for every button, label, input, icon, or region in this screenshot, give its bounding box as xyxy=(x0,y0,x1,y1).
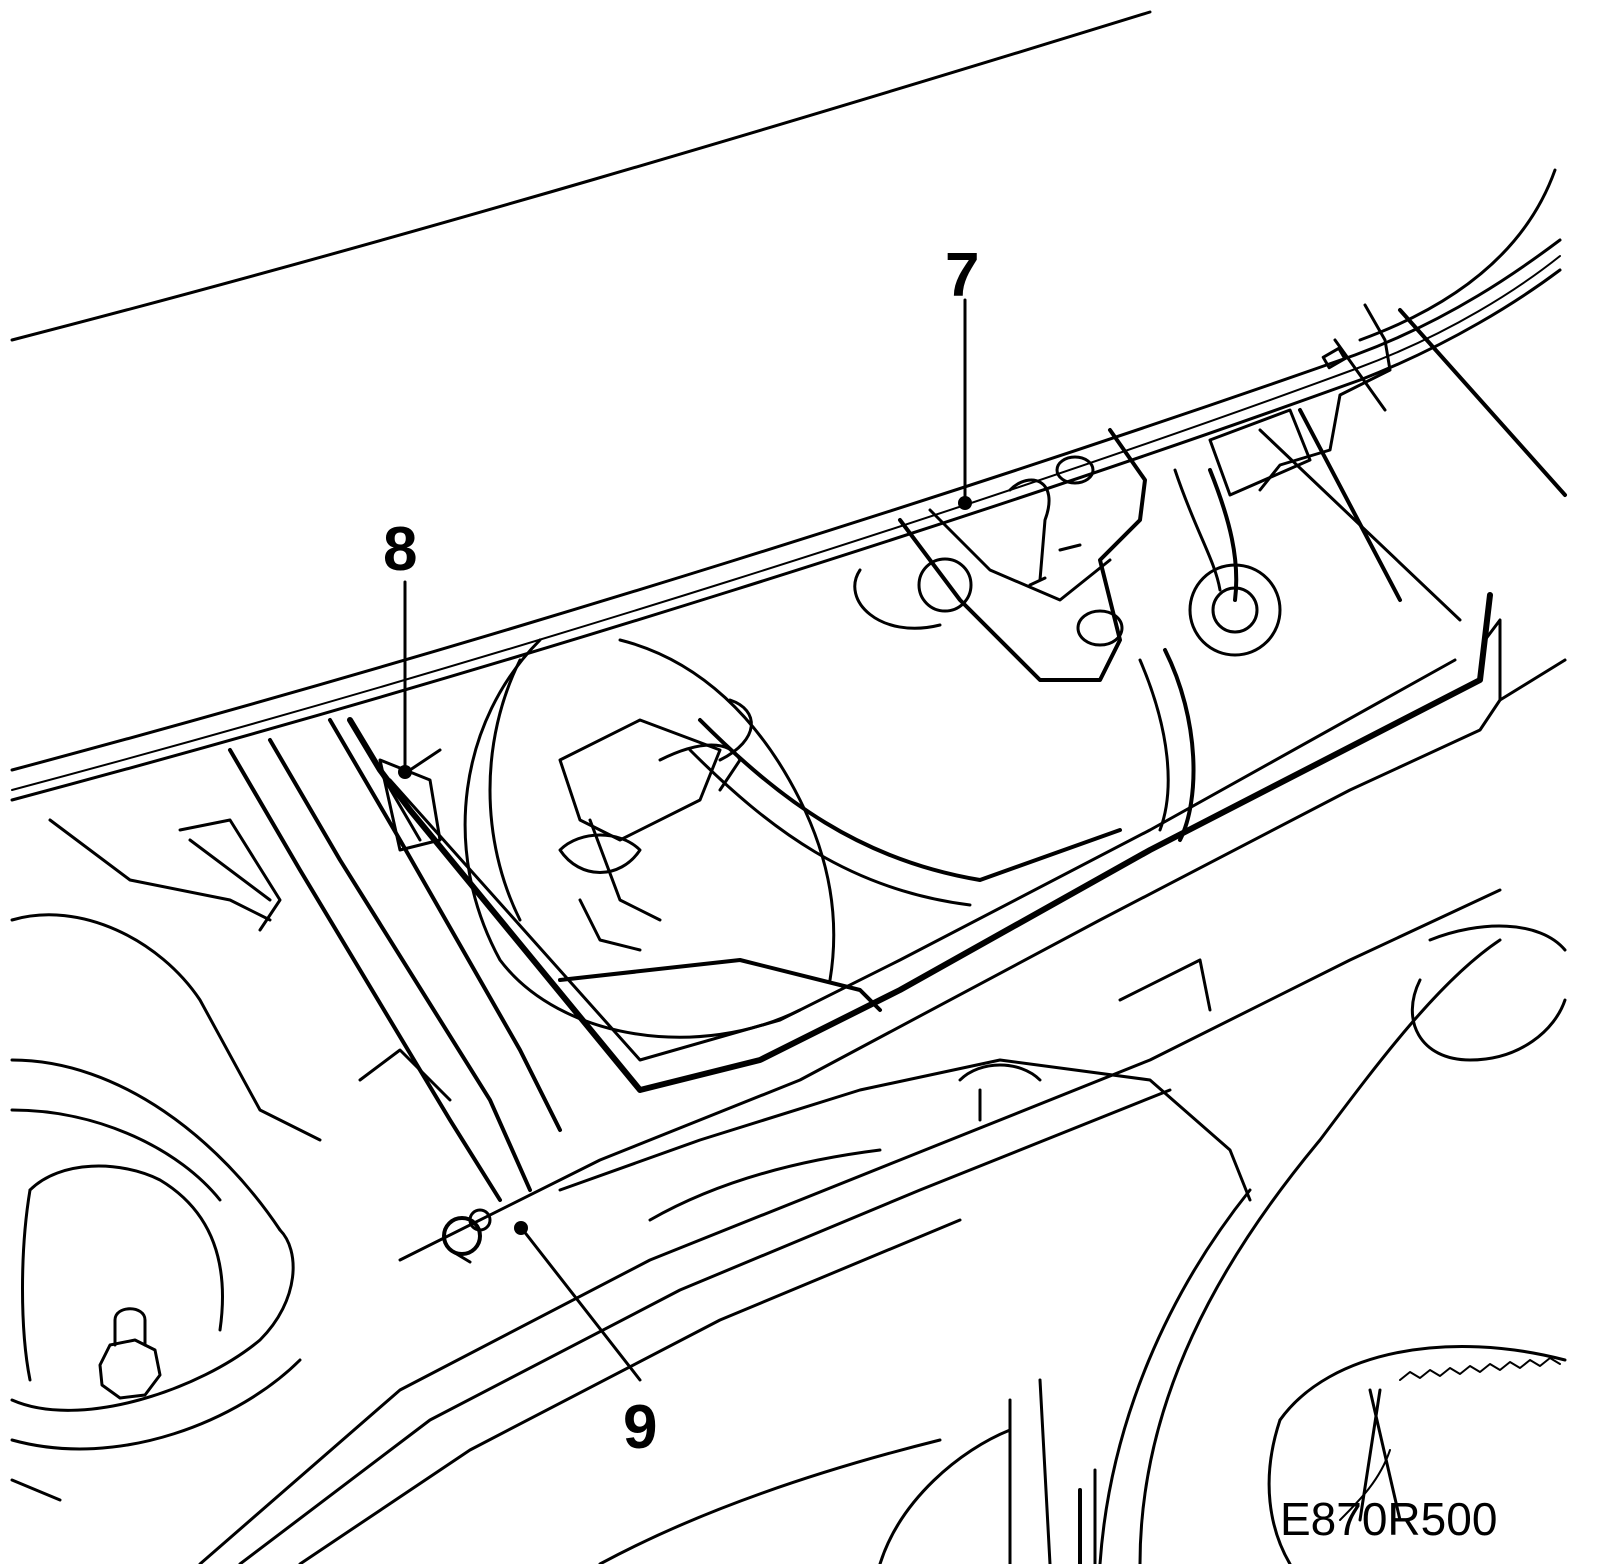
left-wing xyxy=(10,818,452,1502)
wing-nut xyxy=(98,1307,162,1400)
front-crossmember xyxy=(198,888,1502,1564)
strut-bolt xyxy=(442,1208,492,1264)
callout-9: 9 xyxy=(623,1393,657,1462)
scuttle-panel xyxy=(347,592,1567,1262)
lamp-unit xyxy=(463,638,882,1039)
leader-dot-7 xyxy=(958,496,972,510)
figure-code: E870R500 xyxy=(1280,1493,1497,1545)
leader-9 xyxy=(521,1228,642,1382)
hinge-bracket xyxy=(853,428,1147,682)
leader-dot-8 xyxy=(398,765,412,779)
bonnet-strut xyxy=(228,718,562,1202)
hood-panel xyxy=(10,10,1562,802)
grommet xyxy=(1138,468,1282,842)
callout-8: 8 xyxy=(383,515,417,584)
leader-dot-9 xyxy=(514,1221,528,1235)
callout-7: 7 xyxy=(945,241,979,310)
lower-panels xyxy=(598,1378,1097,1564)
leader-lines xyxy=(398,298,972,1382)
wheel-arch xyxy=(1098,924,1567,1564)
right-panel xyxy=(1208,303,1567,622)
